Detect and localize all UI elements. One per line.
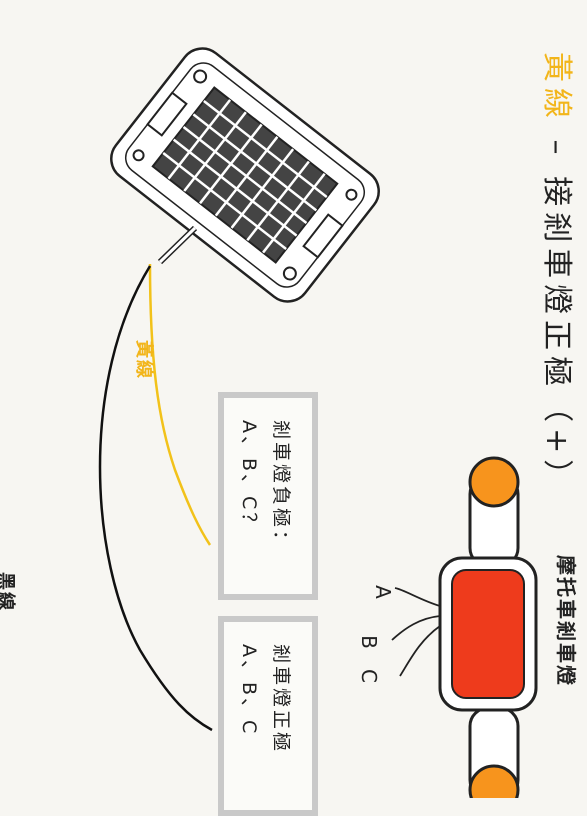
orange-indicator: [468, 456, 520, 508]
orange-indicator: [468, 764, 520, 798]
mount-hole: [282, 266, 297, 281]
legend-text: 黃線 – 接剎車燈正極（+）: [538, 52, 582, 495]
positive-terminal-box: 剎車燈正極 A、B、C: [218, 616, 318, 816]
negative-terminal-box: 剎車燈負極： A、B、C？: [218, 392, 318, 600]
wiring-illustration: [98, 47, 538, 798]
diagram-stage: 黃線 – 接剎車燈正極（+） 摩托車剎車燈 黃線 黑線 剎車燈負極： A、B、C…: [0, 47, 582, 816]
black-wire: [98, 265, 213, 732]
brake-light-fixture: [110, 47, 380, 303]
positive-box-line1: 剎車燈正極: [270, 644, 292, 755]
black-wire-label: 黑線: [0, 572, 16, 612]
yellow-wire-label: 黃線: [133, 340, 154, 380]
negative-box-line1: 剎車燈負極：: [270, 420, 292, 553]
red-lens: [451, 569, 525, 699]
motorcycle-brake-lamp: [391, 456, 538, 798]
legend-rest: – 接剎車燈正極（+）: [539, 124, 574, 496]
lens-grid: [151, 86, 339, 264]
positive-box-line2: A、B、C: [238, 644, 260, 737]
negative-box-line2: A、B、C？: [238, 420, 260, 535]
yellow-wire: [148, 263, 212, 546]
pin-label-a: A: [370, 585, 395, 599]
yellow-color-word: 黃線: [539, 52, 574, 124]
mount-hole: [193, 69, 208, 84]
pin-label-c: C: [356, 669, 381, 683]
motorcycle-lamp-label: 摩托車剎車燈: [554, 555, 578, 687]
pin-label-b: B: [356, 635, 381, 649]
